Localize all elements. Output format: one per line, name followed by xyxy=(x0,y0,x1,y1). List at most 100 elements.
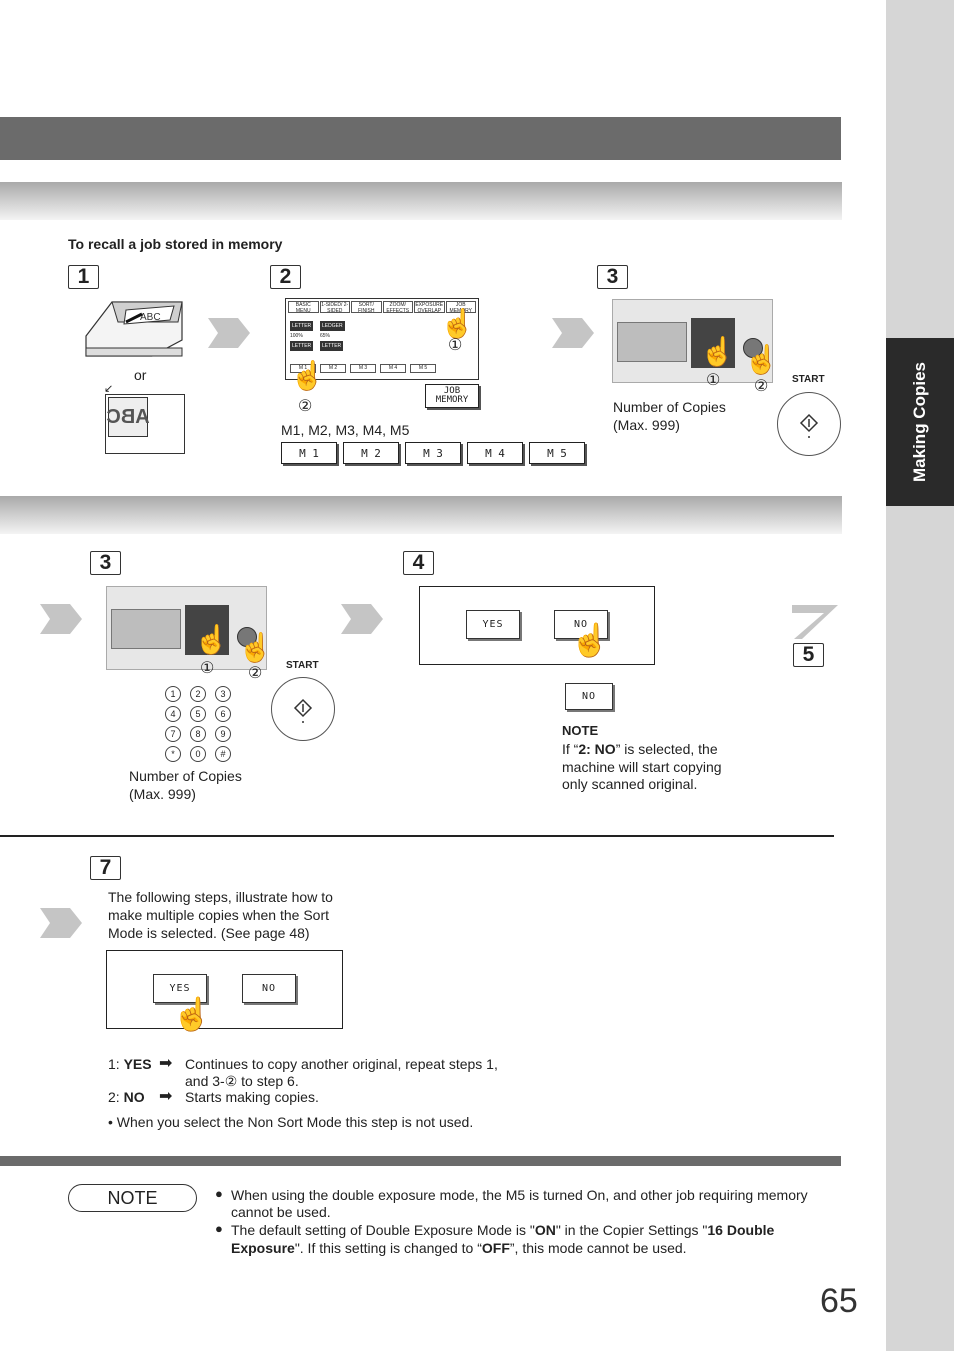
step-arrow-icon xyxy=(40,604,82,634)
subtitle-bar-1 xyxy=(0,182,842,220)
copies-caption-2: (Max. 999) xyxy=(613,417,680,433)
step-number-5: 5 xyxy=(793,643,824,667)
start-diamond-icon-2 xyxy=(293,698,313,723)
paper-size-1: LETTER xyxy=(290,321,314,331)
no-button[interactable]: NO xyxy=(554,610,608,639)
option-2-key: NO xyxy=(123,1089,145,1105)
yes-no-dialog: YES NO xyxy=(419,586,655,665)
pointing-hand-icon-5: ☝ xyxy=(194,624,229,655)
m4-button[interactable]: M 4 xyxy=(467,442,523,464)
mem-small-3[interactable]: M 3 xyxy=(350,364,376,373)
start-diamond-icon xyxy=(799,413,819,438)
note-line-3: only scanned original. xyxy=(562,776,698,792)
memory-caption: M1, M2, M3, M4, M5 xyxy=(281,422,410,438)
pointing-hand-icon-3: ☝ xyxy=(700,336,735,367)
marker-2: ② xyxy=(298,398,313,415)
sort-yes-no-dialog: YES NO xyxy=(106,950,343,1029)
marker-4-2: ② xyxy=(248,665,263,682)
note-item-2-line-2: Exposure". If this setting is changed to… xyxy=(231,1239,687,1257)
section-divider xyxy=(0,835,834,837)
tab-sort-finish[interactable]: SORT/ FINISH xyxy=(351,301,382,313)
panel-start-button[interactable] xyxy=(743,338,763,358)
mem-small-1[interactable]: M 1 xyxy=(290,364,316,373)
option-2-text: Starts making copies. xyxy=(185,1089,319,1105)
m2-button[interactable]: M 2 xyxy=(343,442,399,464)
step-number-1: 1 xyxy=(68,265,99,289)
zoom-2: 65% xyxy=(320,333,331,339)
arrow-right-icon: ➡ xyxy=(159,1055,173,1072)
step-number-3: 3 xyxy=(597,265,628,289)
option-1-text-2: and 3-② to step 6. xyxy=(185,1073,299,1089)
sort-yes-button[interactable]: YES xyxy=(153,974,207,1003)
yes-button[interactable]: YES xyxy=(466,610,520,639)
start-label-2: START xyxy=(286,660,319,671)
pointing-hand-icon-8: ☝ xyxy=(172,996,212,1032)
note-post: ” is selected, the xyxy=(615,741,718,757)
arrow-down-left-icon: ↙ xyxy=(104,383,114,395)
start-button[interactable] xyxy=(777,392,841,456)
step-arrow-icon xyxy=(208,318,250,348)
arrow-down-left-icon xyxy=(792,605,838,639)
pointing-hand-icon-4: ☝ xyxy=(744,344,779,375)
tab-exposure-overlap[interactable]: EXPOSURE OVERLAP xyxy=(414,301,445,313)
mem-small-2[interactable]: M 2 xyxy=(320,364,346,373)
note-line-1: If “2: NO” is selected, the xyxy=(562,740,718,758)
pointing-hand-icon: ☝ xyxy=(440,308,475,339)
start-button-2[interactable] xyxy=(271,677,335,741)
marker-3-2: ② xyxy=(754,378,769,395)
key-4[interactable]: 4 xyxy=(165,706,181,722)
intro-line-1: The following steps, illustrate how to xyxy=(108,889,333,905)
memory-slots-small: M 1 M 2 M 3 M 4 M 5 xyxy=(290,364,436,373)
note-item-1-line-2: cannot be used. xyxy=(231,1204,331,1220)
key-star[interactable]: * xyxy=(165,746,181,762)
mem-small-5[interactable]: M 5 xyxy=(410,364,436,373)
section-heading: To recall a job stored in memory xyxy=(68,236,283,252)
pointing-hand-icon-2: ☝ xyxy=(290,360,325,391)
m3-button[interactable]: M 3 xyxy=(405,442,461,464)
key-6[interactable]: 6 xyxy=(215,706,231,722)
section-tab: Making Copies xyxy=(886,338,954,506)
key-5[interactable]: 5 xyxy=(190,706,206,722)
tab-row: BASIC MENU 1-SIDED/ 2-SIDED SORT/ FINISH… xyxy=(286,299,478,315)
tab-sided[interactable]: 1-SIDED/ 2-SIDED xyxy=(319,301,350,313)
step-arrow-icon xyxy=(40,908,82,938)
key-1[interactable]: 1 xyxy=(165,686,181,702)
title-bar xyxy=(0,117,841,160)
tab-job-memory[interactable]: JOB MEMORY xyxy=(445,301,476,313)
keypad-block xyxy=(691,318,735,368)
platen-illustration: ABC xyxy=(105,394,185,454)
side-strip xyxy=(886,0,954,1351)
step-arrow-icon xyxy=(341,604,383,634)
key-9[interactable]: 9 xyxy=(215,726,231,742)
key-8[interactable]: 8 xyxy=(190,726,206,742)
note-title: NOTE xyxy=(562,723,599,738)
mem-small-4[interactable]: M 4 xyxy=(380,364,406,373)
tab-basic-menu[interactable]: BASIC MENU xyxy=(288,301,319,313)
note-line-2: machine will start copying xyxy=(562,759,722,775)
m1-button[interactable]: M 1 xyxy=(281,442,337,464)
tab-zoom-effects[interactable]: ZOOM/ EFFECTS xyxy=(382,301,413,313)
key-0[interactable]: 0 xyxy=(190,746,206,762)
pointing-hand-icon-6: ☝ xyxy=(238,632,273,663)
m5-button[interactable]: M 5 xyxy=(529,442,585,464)
step-number-2: 2 xyxy=(270,265,301,289)
key-7[interactable]: 7 xyxy=(165,726,181,742)
panel-start-button-2[interactable] xyxy=(237,627,257,647)
control-panel-illustration-2 xyxy=(106,586,267,670)
start-label: START xyxy=(792,374,825,385)
pointing-hand-icon-7: ☝ xyxy=(570,622,610,658)
sort-no-button[interactable]: NO xyxy=(242,974,296,1003)
no-button-pressed[interactable]: NO xyxy=(565,683,613,710)
panel-screen-2 xyxy=(111,609,181,649)
original-document: ABC xyxy=(106,397,150,437)
key-2[interactable]: 2 xyxy=(190,686,206,702)
note-item-2-g: OFF xyxy=(481,1240,510,1256)
job-memory-button[interactable]: JOB MEMORY xyxy=(425,384,479,408)
paper-info-2: LEDGER 65% LETTER xyxy=(320,321,345,351)
zoom-1: 100% xyxy=(290,333,303,339)
step-number-3b: 3 xyxy=(90,551,121,575)
paper-info: LETTER 100% LETTER xyxy=(290,321,314,351)
key-3[interactable]: 3 xyxy=(215,686,231,702)
key-hash[interactable]: # xyxy=(215,746,231,762)
paper-size-3: LEDGER xyxy=(320,321,345,331)
